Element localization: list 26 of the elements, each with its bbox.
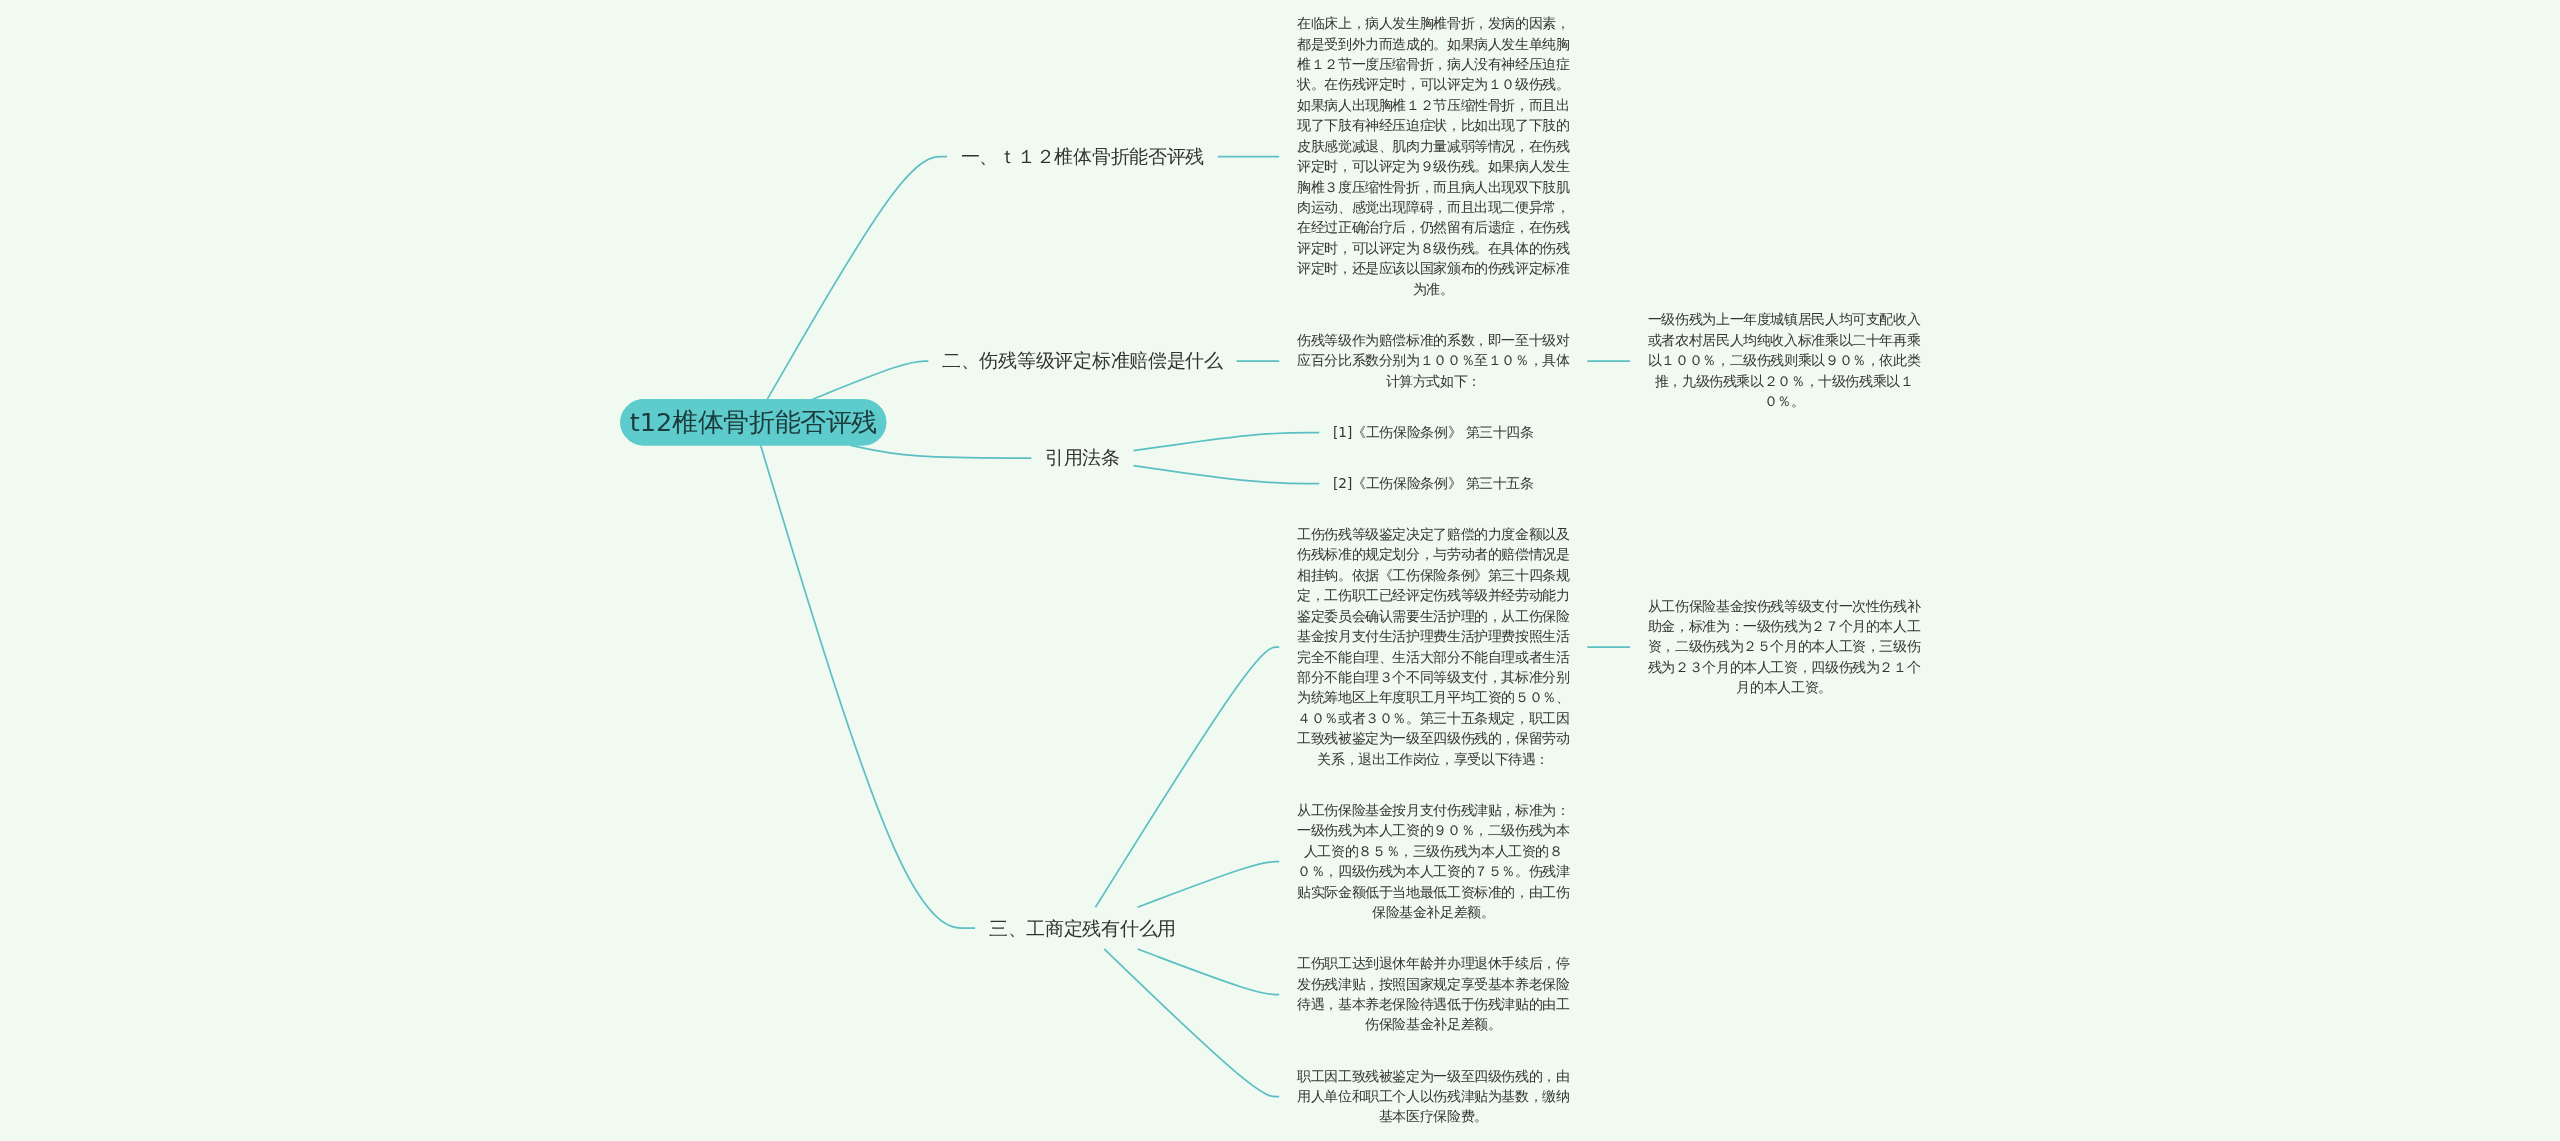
node-text: 伤残等级作为赔偿标准的系数，即一至十级对应百分比系数分别为１００％至１０％，具体计算方式如下：	[1297, 332, 1570, 390]
node-text: [1]《工伤保险条例》 第三十四条	[1333, 424, 1535, 441]
connector	[1133, 464, 1321, 485]
node-text: [2]《工伤保险条例》 第三十五条	[1333, 475, 1535, 492]
connector	[760, 444, 977, 929]
node-text: 从工伤保险基金按月支付伤残津贴，标准为：一级伤残为本人工资的９０％，二级伤残为本人工资的８５％，三级伤残为本人工资的８０％，四级伤残为本人工资的７５％。伤残津贴实际金额低于当地最低工资标准的，由工伤保险基金补足差额。	[1297, 802, 1570, 921]
connector	[1133, 431, 1321, 452]
node-text: 一级伤残为上一年度城镇居民人均可支配收入或者农村居民人均纯收入标准乘以二十年再乘以１００％，二级伤残则乘以９０％，依此类推，九级伤残乘以２０％，十级伤残乘以１０％。	[1648, 311, 1921, 410]
node-text: 工伤伤残等级鉴定决定了赔偿的力度金额以及伤残标准的规定划分，与劳动者的赔偿情况是相挂钩。依据《工伤保险条例》第三十四条规定，工伤职工已经评定伤残等级并经劳动能力鉴定委员会确认需要生活护理的，从工伤保险基金按月支付生活护理费生活护理费按照生活完全不能自理、生活大部分不能自理或者生活部分不能自理３个不同等级支付，其标准分别为统筹地区上年度职工月平均工资的５０％、４０％或者３０％。第三十五条规定，职工因工致残被鉴定为一级至四级伤残的，保留劳动关系，退出工作岗位，享受以下待遇：	[1297, 526, 1570, 768]
connector	[1587, 646, 1632, 648]
connector	[850, 444, 1033, 459]
connector	[1137, 948, 1281, 996]
node-text: 在临床上，病人发生胸椎骨折，发病的因素，都是受到外力而造成的。如果病人发生单纯胸椎１２节一度压缩骨折，病人没有神经压迫症状。在伤残评定时，可以评定为１０级伤残。如果病人出现胸椎１２节压缩性骨折，而且出现了下肢有神经压迫症状，比如出现了下肢的皮肤感觉减退、肌肉力量减弱等情况，在伤残评定时，可以评定为９级伤残。如果病人发生胸椎３度压缩性骨折，而且病人出现双下肢肌肉运动、感觉出现障碍，而且出现二便异常，在经过正确治疗后，仍然留有后遗症，在伤残评定时，可以评定为８级伤残。在具体的伤残评定时，还是应该以国家颁布的伤残评定标准为准。	[1297, 15, 1570, 298]
node-text: 从工伤保险基金按伤残等级支付一次性伤残补助金，标准为：一级伤残为２７个月的本人工资，二级伤残为２５个月的本人工资，三级伤残为２３个月的本人工资，四级伤残为２１个月的本人工资。	[1648, 597, 1921, 696]
connector	[1103, 948, 1281, 1098]
node-text: 二、伤残等级评定标准赔偿是什么	[942, 350, 1224, 372]
connector	[1137, 860, 1281, 909]
node-text: 引用法条	[1045, 447, 1121, 469]
connector	[1236, 360, 1281, 362]
node-text: 一、ｔ１２椎体骨折能否评残	[961, 146, 1205, 168]
connector	[1587, 360, 1632, 362]
node-text: 职工因工致残被鉴定为一级至四级伤残的，由用人单位和职工个人以伤残津贴为基数，缴纳基本医疗保险费。	[1297, 1067, 1570, 1125]
node-text: 工伤职工达到退休年龄并办理退休手续后，停发伤残津贴，按照国家规定享受基本养老保险待遇，基本养老保险待遇低于伤残津贴的由工伤保险基金补足差额。	[1297, 955, 1570, 1033]
connector	[1095, 646, 1281, 909]
node-text: 三、工商定残有什么用	[989, 917, 1177, 939]
connector	[1217, 155, 1281, 158]
